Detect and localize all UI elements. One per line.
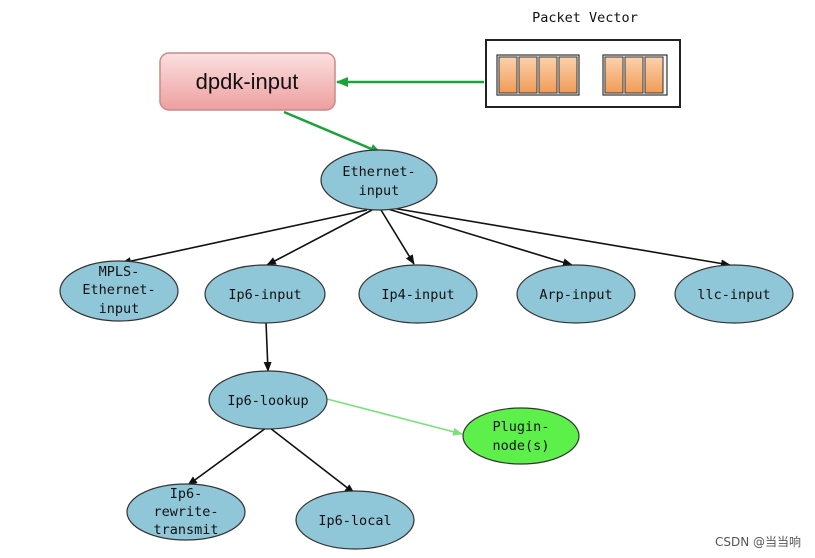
ip6-rewrite-transmit-node — [126, 483, 246, 541]
ip6-lookup-label: Ip6-lookup — [227, 393, 308, 409]
arrow-dpdk-to-ethernet — [283, 110, 382, 155]
arrow-ethernet-to-mpls — [121, 209, 368, 266]
arrow-ip6-lookup-to-ip6-rewrite — [187, 427, 267, 486]
llc-input-node — [674, 264, 794, 324]
ip6-rewrite-label-3: transmit — [153, 522, 218, 538]
ip6-input-node — [204, 264, 326, 324]
arrow-ip6-lookup-to-ip6-local — [269, 427, 355, 494]
dpdk-input-node — [159, 52, 336, 111]
arrow-ip6-lookup-to-plugin — [326, 398, 463, 436]
ethernet-input-node — [320, 149, 438, 211]
mpls-label-1: MPLS- — [99, 264, 140, 280]
mpls-label-2: Ethernet- — [82, 282, 155, 298]
arrow-ethernet-to-llc-input — [391, 207, 731, 268]
dpdk-input-label: dpdk-input — [196, 69, 299, 94]
mpls-ethernet-input-node — [59, 260, 179, 322]
ip6-local-node — [295, 490, 415, 550]
ip6-local-label: Ip6-local — [318, 513, 391, 529]
ip4-input-label: Ip4-input — [381, 287, 454, 303]
ip6-rewrite-label-2: rewrite- — [153, 504, 218, 520]
mpls-label-3: input — [99, 301, 140, 317]
plugin-label-2: node(s) — [493, 438, 550, 454]
arrow-ethernet-to-ip4-input — [380, 209, 415, 265]
ip6-input-label: Ip6-input — [228, 287, 301, 303]
arp-input-node — [516, 264, 636, 324]
packet-vector-title: Packet Vector — [532, 10, 638, 26]
arrow-ethernet-to-arp-input — [387, 208, 573, 267]
ip4-input-node — [358, 264, 478, 324]
arp-input-label: Arp-input — [539, 287, 612, 303]
llc-input-label: llc-input — [697, 287, 770, 303]
ip6-lookup-node — [208, 370, 328, 430]
packet-vector-cells-left — [496, 54, 580, 96]
plugin-label-1: Plugin- — [493, 419, 550, 435]
packet-vector-cells-right — [602, 54, 668, 96]
ethernet-input-label-1: Ethernet- — [342, 164, 415, 180]
ip6-rewrite-label-1: Ip6- — [170, 486, 203, 502]
arrow-ethernet-to-ip6-input — [266, 209, 373, 266]
ethernet-input-label-2: input — [359, 183, 400, 199]
arrow-ip6-input-to-ip6-lookup — [263, 321, 272, 372]
plugin-nodes-node — [462, 407, 580, 465]
csdn-watermark: CSDN @当当响 — [714, 535, 801, 549]
